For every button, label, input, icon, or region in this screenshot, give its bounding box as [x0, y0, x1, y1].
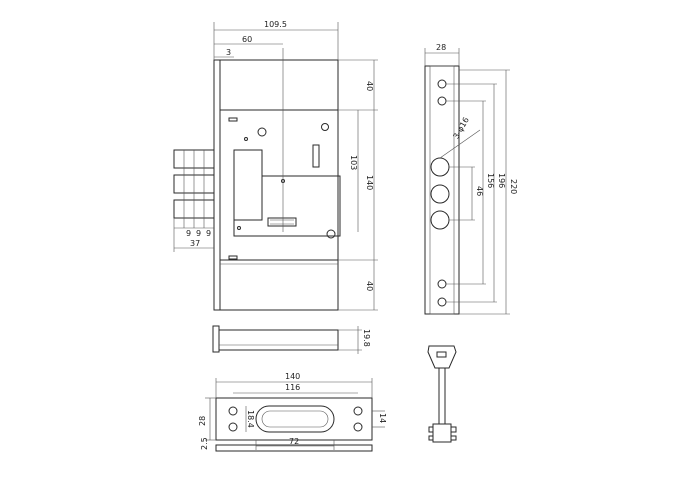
guide: [228, 117, 238, 122]
dim-bolt-pitch-3: 9: [206, 229, 211, 238]
side-view: 19.8: [212, 325, 371, 354]
cam-slot: [267, 217, 297, 227]
dim-bolt-pitch-2: 9: [196, 229, 201, 238]
dim-156: 156: [486, 173, 495, 188]
screw-hole: [257, 127, 267, 137]
faceplate: [213, 59, 221, 311]
dim-hole-label: 3-φ16: [451, 116, 471, 141]
screw-hole: [437, 79, 447, 89]
bolt-hole: [430, 184, 450, 204]
dim-overall-height: 220: [509, 179, 518, 194]
screw-hole: [437, 297, 447, 307]
screw-hole: [321, 123, 329, 131]
screw-hole: [437, 96, 447, 106]
lock-body-view: 109.5 60 3 9 9 9 37 40 103 140 40: [173, 20, 378, 311]
dim-strike-slot-height: 18.4: [246, 410, 255, 428]
dim-bolt-projection: 37: [190, 239, 200, 248]
faceplate-front-view: 28 3-φ16 46 156 196 220: [424, 43, 518, 315]
screw-hole: [437, 279, 447, 289]
bolt-hole: [430, 157, 450, 177]
dim-strike-plate-thickness: 2.5: [200, 437, 209, 450]
screw-hole: [237, 226, 241, 230]
dim-body-height: 140: [365, 175, 374, 190]
dim-bottom-margin: 40: [365, 281, 374, 291]
dim-centers: 103: [349, 155, 358, 170]
key-icon: [427, 345, 457, 443]
strike-plate: [215, 397, 373, 441]
dim-bolt-spacing: 46: [475, 186, 484, 196]
lock-inner-case: [219, 109, 339, 261]
lock-case: [219, 59, 339, 311]
follower: [233, 149, 263, 221]
dim-strike-slot-length: 72: [289, 437, 299, 446]
dim-strike-hole-centers: 116: [285, 383, 300, 392]
side-faceplate: [212, 325, 220, 353]
strike-plate-edge: [215, 444, 373, 452]
strike-plate-view: 140 116 72 18.4 28 14 2.5: [198, 372, 387, 452]
screw-hole: [353, 422, 363, 432]
guide: [228, 255, 238, 260]
screw-hole: [228, 422, 238, 432]
dim-strike-hole-spacing: 14: [378, 413, 387, 423]
dim-faceplate-width: 28: [436, 43, 446, 52]
dim-strike-height: 28: [198, 416, 207, 426]
bolt-hole: [430, 210, 450, 230]
dim-bolt-pitch-1: 9: [186, 229, 191, 238]
dim-196: 196: [497, 173, 506, 188]
cylinder-slot: [312, 144, 320, 168]
screw-hole: [326, 229, 336, 239]
dim-to-center: 60: [242, 35, 252, 44]
screw-hole: [228, 406, 238, 416]
deadbolts: [173, 149, 215, 252]
screw-hole: [244, 137, 248, 141]
strike-slot: [255, 405, 335, 433]
side-body: [218, 329, 339, 351]
screw-hole: [353, 406, 363, 416]
dim-top-margin: 40: [365, 81, 374, 91]
dim-faceplate-offset: 3: [226, 48, 231, 57]
dim-side-thickness: 19.8: [362, 329, 371, 347]
dim-strike-length: 140: [285, 372, 300, 381]
cover-plate: [233, 149, 341, 237]
dim-overall-width: 109.5: [264, 20, 287, 29]
